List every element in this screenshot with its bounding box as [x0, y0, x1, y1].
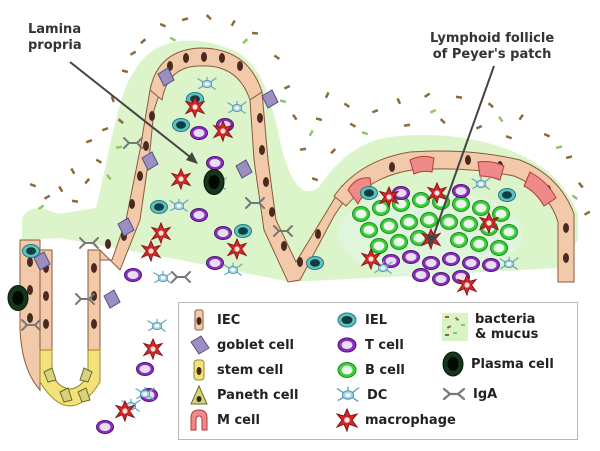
lamina-propria-label-line2: propria — [28, 38, 82, 53]
lymphoid-follicle-arrow — [431, 65, 495, 241]
legend-item-macrophage: macrophage — [335, 408, 456, 432]
goblet-cell-icon — [190, 335, 210, 355]
b-cell-icon — [337, 362, 357, 378]
dc-icon — [336, 386, 360, 403]
legend-label-dc: DC — [367, 387, 388, 403]
legend-label-iga: IgA — [473, 386, 498, 402]
m-cell-icon — [190, 409, 208, 431]
lymphoid-follicle-label-line1: Lymphoid follicle — [430, 31, 555, 46]
legend-label-mucus: & mucus — [475, 327, 539, 342]
legend-label-b-cell: B cell — [365, 362, 405, 378]
legend-label-bacteria: bacteria — [475, 312, 536, 327]
lymphoid-follicle-label: Lymphoid follicle of Peyer's patch — [430, 31, 554, 63]
iec-icon — [194, 309, 204, 331]
legend-item-paneth-cell: Paneth cell — [187, 384, 298, 406]
bacteria-scatter — [29, 14, 591, 216]
legend-panel: IEC goblet cell stem cell Paneth cell M … — [178, 302, 578, 440]
lamina-propria-label-line1: Lamina — [28, 22, 82, 37]
legend-label-plasma-cell: Plasma cell — [471, 356, 554, 372]
macrophage-icon — [335, 408, 359, 432]
stem-cell-icon — [193, 359, 205, 381]
legend-label-t-cell: T cell — [365, 337, 404, 353]
peyers-dome-epithelium — [333, 150, 575, 283]
lymphoid-follicle-label-line2: of Peyer's patch — [432, 47, 552, 62]
legend-label-goblet-cell: goblet cell — [217, 337, 294, 353]
paneth-cell-icon — [190, 384, 208, 405]
legend-item-stem-cell: stem cell — [187, 359, 283, 381]
legend-item-m-cell: M cell — [187, 409, 260, 431]
t-cell-icon — [337, 337, 357, 353]
iel-icon — [337, 312, 357, 328]
plasma-cell-icon — [442, 351, 464, 377]
bacteria-green — [37, 36, 579, 210]
legend-label-m-cell: M cell — [217, 412, 260, 428]
legend-item-goblet-cell: goblet cell — [187, 334, 294, 356]
legend-item-b-cell: B cell — [335, 359, 405, 381]
legend-item-plasma-cell: Plasma cell — [441, 351, 554, 377]
legend-item-bacteria-mucus: bacteria & mucus — [441, 309, 538, 345]
legend-item-iec: IEC — [187, 309, 240, 331]
legend-label-stem-cell: stem cell — [217, 362, 284, 378]
legend-label-macrophage: macrophage — [365, 412, 456, 428]
lymphoid-follicle — [338, 176, 522, 296]
lamina-propria-arrow — [69, 61, 195, 161]
legend-label-paneth-cell: Paneth cell — [217, 387, 299, 403]
legend-label-iel: IEL — [365, 312, 388, 328]
legend-item-iel: IEL — [335, 309, 387, 331]
iga-icon — [442, 387, 466, 401]
legend-item-iga: IgA — [441, 383, 497, 405]
legend-label-iec: IEC — [217, 312, 241, 328]
legend-item-t-cell: T cell — [335, 334, 404, 356]
bacteria-mucus-icon — [442, 313, 468, 341]
epithelium-layer — [19, 47, 575, 407]
legend-item-dc: DC — [335, 384, 387, 406]
lamina-propria-label: Lamina propria — [28, 22, 82, 54]
legend-label-bacteria-mucus: bacteria & mucus — [475, 312, 538, 342]
